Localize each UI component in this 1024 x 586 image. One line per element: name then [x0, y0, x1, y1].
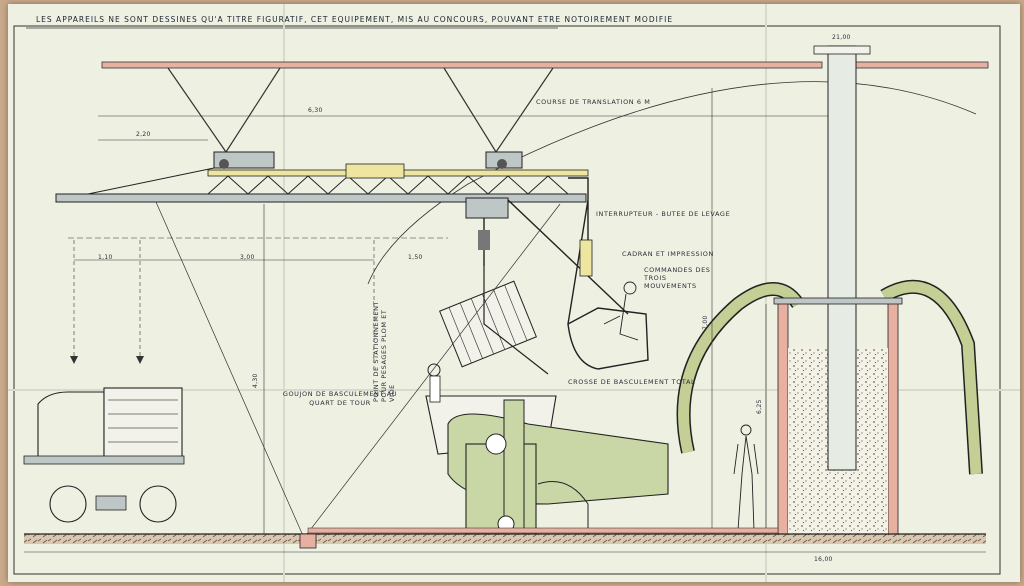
mixer-pulley — [485, 433, 507, 455]
dim-625: 6,25 — [756, 399, 763, 414]
ceiling-beam — [101, 61, 823, 69]
dim-110: 1,10 — [98, 254, 113, 261]
truss-left-end — [87, 167, 215, 195]
duct-curve-fill — [678, 283, 803, 454]
duct-right-fill — [881, 281, 982, 475]
label-crosse: CROSSE DE BASCULEMENT TOTAL — [568, 378, 696, 386]
skip-tilt-arm — [483, 266, 549, 375]
dim-1600: 16,00 — [814, 556, 833, 563]
trolley-wheel — [497, 159, 507, 169]
dim-630: 6,30 — [308, 107, 323, 114]
ceiling-beam-right — [855, 61, 989, 69]
silo-wall-left — [777, 301, 789, 537]
label-cadran: CADRAN ET IMPRESSION — [622, 250, 714, 258]
goujon-box — [429, 375, 441, 403]
label-interrupteur: INTERRUPTEUR - BUTEE DE LEVAGE — [596, 210, 731, 218]
girder-bottom — [55, 193, 587, 203]
hook-block — [478, 230, 490, 250]
cab-support — [507, 177, 629, 325]
cadran-box — [579, 239, 593, 277]
silo-top-plate — [773, 297, 903, 305]
mixer-wheel — [537, 481, 589, 534]
ground-strip — [24, 534, 986, 544]
operator-body — [603, 293, 639, 341]
border-frame — [13, 25, 1001, 575]
swing-arc — [367, 81, 977, 285]
silo-wall-right — [887, 301, 899, 537]
operator-head — [623, 281, 637, 295]
mixer-column — [503, 399, 525, 535]
label-point: POINT DE STATIONNEMENT POUR PESAGES PLOM… — [372, 300, 396, 402]
drawing-title: LES APPAREILS NE SONT DESSINES QU'A TITR… — [36, 15, 674, 24]
person-silhouette — [733, 424, 759, 531]
truss-web — [207, 175, 569, 195]
center-column — [827, 45, 857, 471]
drawing-sheet: LES APPAREILS NE SONT DESSINES QU'A TITR… — [8, 4, 1020, 582]
hanger-left — [167, 67, 281, 154]
floor-pink — [307, 527, 779, 534]
dim-300: 3,00 — [240, 254, 255, 261]
dim-150: 1,50 — [408, 254, 423, 261]
dim-220: 2,20 — [136, 131, 151, 138]
label-goujon: GOUJON DE BASCULEMENT AU QUART DE TOUR — [282, 390, 398, 407]
dim-700: 7,00 — [702, 315, 709, 330]
arrow-down — [70, 356, 78, 364]
dim-21: 21,00 — [832, 34, 851, 41]
counterweight-block — [345, 163, 405, 179]
label-course: COURSE DE TRANSLATION 6 m — [536, 98, 651, 106]
trolley-wheel — [219, 159, 229, 169]
hanger-right — [443, 67, 554, 154]
pit-marker — [299, 533, 317, 549]
dim-430: 4,30 — [252, 373, 259, 388]
technical-drawing — [8, 4, 1020, 582]
goujon-wheel — [427, 363, 441, 377]
truck — [23, 387, 185, 523]
operator-cab — [567, 307, 649, 370]
arrow-down — [136, 356, 144, 364]
label-commandes: COMMANDES DES TROIS MOUVEMENTS — [644, 266, 711, 290]
column-cap — [813, 45, 871, 55]
hoist-motor — [465, 197, 509, 219]
